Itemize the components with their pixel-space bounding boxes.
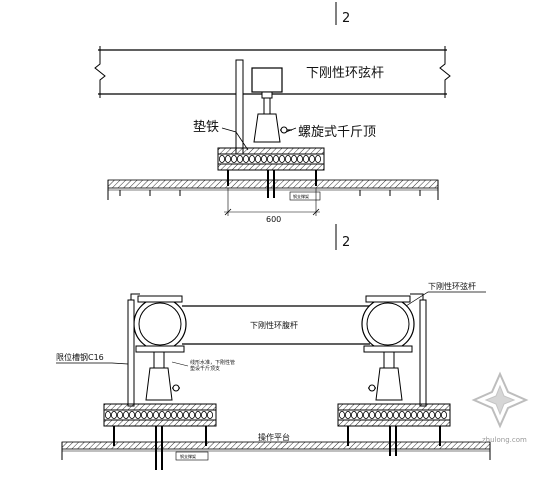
shim-coil: [128, 410, 135, 419]
shim-coil: [146, 410, 153, 419]
shim-coil: [272, 154, 279, 163]
section-mark-top: 2: [342, 11, 350, 26]
note-box-top: [289, 191, 321, 201]
left-ring-chord: [133, 295, 187, 353]
shim-coil: [206, 410, 213, 419]
shim-stack-right: [337, 403, 451, 427]
shim-coil: [374, 410, 381, 419]
shim-coil: [314, 154, 321, 163]
shim-coil: [140, 410, 147, 419]
left-restraint-channel: [127, 299, 135, 407]
shim-coil: [350, 410, 357, 419]
right-chord-leader: [405, 291, 486, 307]
right-chord-label: 下刚性环弦杆: [428, 281, 476, 291]
shim-coil: [344, 410, 351, 419]
support-note-box: [175, 451, 209, 461]
shim-coil: [218, 154, 225, 163]
dimension-line: [224, 188, 320, 216]
center-web-beam: [182, 305, 370, 345]
shim-coil: [338, 410, 345, 419]
right-restraint-channel: [419, 299, 427, 407]
shim-coil: [284, 154, 291, 163]
note-line-2: 垫设千斤顶支: [190, 365, 220, 372]
shim-coil: [260, 154, 267, 163]
shim-coil: [182, 410, 189, 419]
shim-coil: [356, 410, 363, 419]
shim-coil: [392, 410, 399, 419]
shim-coil: [158, 410, 165, 419]
operation-platform: [61, 441, 491, 460]
jack-label: 螺旋式千斤顶: [298, 125, 376, 140]
shim-coil: [152, 410, 159, 419]
shim-coil: [123, 410, 130, 419]
shim-coil: [404, 410, 411, 419]
channel-leader: [56, 362, 129, 365]
shim-coil: [440, 410, 447, 419]
shim-coil: [410, 410, 417, 419]
restraint-post-top: [235, 59, 244, 155]
screw-jack-top: [253, 91, 292, 143]
shim-coil: [111, 410, 118, 419]
shim-coil: [434, 410, 441, 419]
top-pad-block: [251, 67, 283, 93]
shim-stack-top: [217, 147, 325, 171]
shim-coil: [428, 410, 435, 419]
shim-coil: [266, 154, 273, 163]
shim-coil: [254, 154, 261, 163]
shim-coil: [117, 410, 124, 419]
jack-leader: [285, 127, 297, 133]
shim-stack-left: [103, 403, 217, 427]
shim-coil: [308, 154, 315, 163]
shim-leader: [221, 127, 249, 151]
shim-coil: [302, 154, 309, 163]
shim-coil: [416, 410, 423, 419]
shim-coil: [278, 154, 285, 163]
shim-coil: [296, 154, 303, 163]
shim-coil: [230, 154, 237, 163]
shim-coil: [105, 410, 112, 419]
shim-coil: [380, 410, 387, 419]
shim-coil: [368, 410, 375, 419]
watermark-text: zhulong.com: [482, 436, 527, 444]
screw-jack-right: [368, 351, 403, 401]
shim-coil: [248, 154, 255, 163]
platform-grating-top: [107, 179, 439, 200]
shim-coil: [398, 410, 405, 419]
section-mark-middle: 2: [342, 235, 350, 250]
dimension-value: 600: [266, 215, 281, 224]
shim-coil: [164, 410, 171, 419]
note-text-top: 钢支撑架: [293, 193, 309, 199]
shim-coil: [290, 154, 297, 163]
shim-coil: [134, 410, 141, 419]
channel-label: 限位槽钢C16: [56, 352, 104, 362]
note-line-1: 线形水准，下刚性管: [190, 359, 235, 366]
screw-jack-left: [145, 351, 180, 401]
shim-coil: [224, 154, 231, 163]
watermark-logo: [471, 371, 529, 429]
top-elevation-view: 2 下刚性环弦杆 垫铁 螺旋式千斤顶: [94, 2, 451, 224]
shim-coil: [188, 410, 195, 419]
bottom-elevation-view: 下刚性环腹杆 下刚性环弦杆 限位槽钢C16 线形水准，下刚性管 垫设千斤顶支: [56, 281, 491, 470]
shim-coil: [194, 410, 201, 419]
shim-coil: [176, 410, 183, 419]
center-beam-label: 下刚性环腹杆: [250, 320, 298, 330]
shim-coil: [200, 410, 207, 419]
shim-coil: [236, 154, 243, 163]
platform-label: 操作平台: [258, 432, 290, 442]
shim-coil: [242, 154, 249, 163]
shim-coil: [422, 410, 429, 419]
support-note: 钢支撑架: [180, 453, 196, 459]
right-ring-chord: [361, 295, 415, 353]
shim-label: 垫铁: [193, 119, 219, 135]
shim-coil: [170, 410, 177, 419]
shim-coil: [362, 410, 369, 419]
shim-coil: [386, 410, 393, 419]
chord-label-top: 下刚性环弦杆: [306, 65, 384, 81]
